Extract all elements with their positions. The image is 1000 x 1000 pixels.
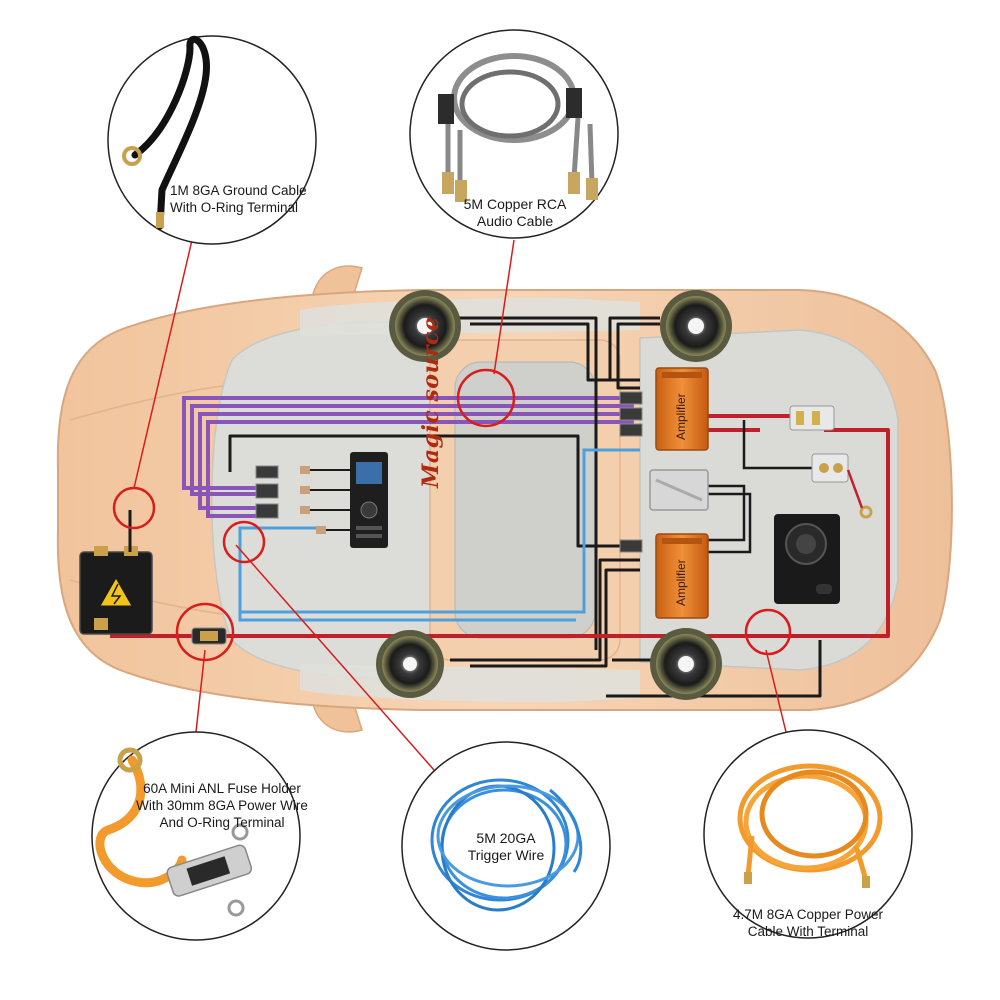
head-unit (300, 452, 388, 548)
front-right-speaker (660, 290, 732, 362)
car-battery (79, 510, 153, 635)
amplifier-bottom (655, 533, 709, 619)
distribution-wires (706, 420, 816, 554)
brand-logo: Magic source (418, 316, 444, 488)
amplifier-label-bottom: Amplifier (674, 559, 688, 606)
car-body (56, 265, 953, 733)
callout-rings (112, 368, 792, 662)
front-left-speaker (389, 290, 461, 362)
callout-connectors (133, 239, 787, 771)
rca-cable-bubble (409, 29, 619, 239)
rca-plugs-left (255, 465, 279, 519)
fuse-distribution-block (789, 405, 835, 431)
rca-wires (182, 396, 634, 518)
amplifier-label-top: Amplifier (674, 393, 688, 440)
amplifier-top (655, 367, 709, 451)
rca-plugs-right (619, 391, 643, 553)
rear-left-speaker (376, 630, 444, 698)
subwoofer-box (774, 514, 840, 604)
power-wires (110, 414, 890, 638)
trigger-wire-bubble (401, 741, 611, 951)
silver-amplifier (649, 469, 709, 511)
rear-right-speaker (650, 628, 722, 700)
speaker-wires (228, 316, 822, 698)
power-cable-bubble (703, 729, 913, 939)
power-distribution-block (811, 453, 873, 519)
trigger-wires (238, 448, 640, 622)
fuse-holder-bubble (91, 731, 301, 941)
inline-fuse (191, 627, 227, 645)
ground-cable-bubble (107, 35, 317, 245)
